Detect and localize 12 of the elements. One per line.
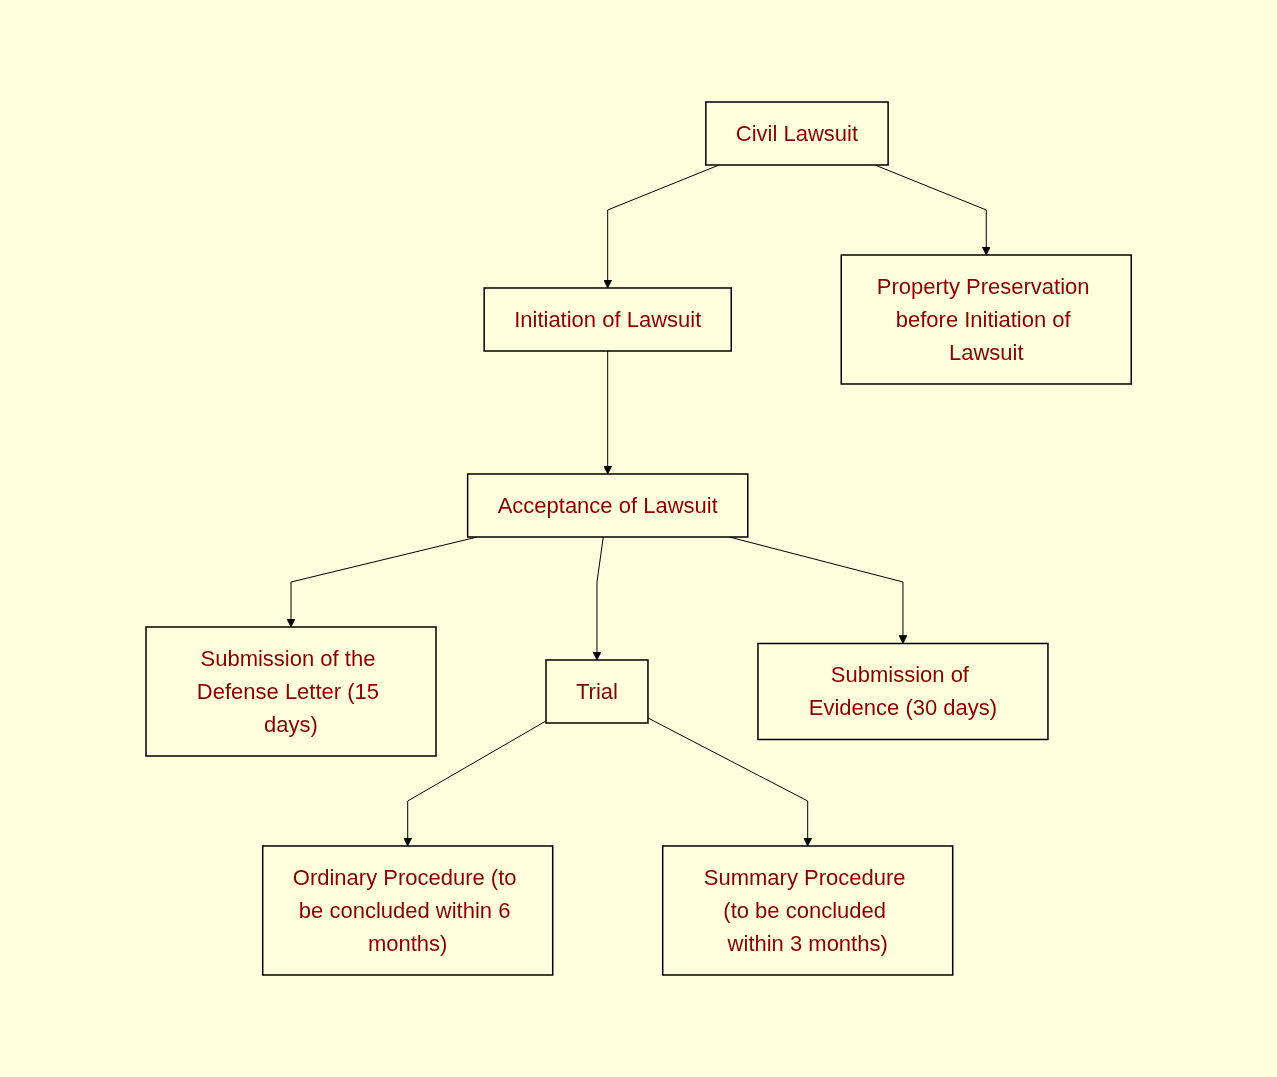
arrow <box>592 536 604 661</box>
arrow <box>603 350 612 475</box>
node-box: Property Preservation before Initiation of Lawsuit <box>840 254 1132 385</box>
node-box: Initiation of Lawsuit <box>483 287 732 352</box>
arrow <box>647 717 812 847</box>
node-box: Civil Lawsuit <box>704 101 889 166</box>
node-box: Submission of the Defense Letter (15 days) <box>145 626 437 757</box>
node-box: Trial <box>545 659 649 724</box>
node-box: Summary Procedure (to be concluded within 3 months) <box>661 845 954 976</box>
node-box: Acceptance of Lawsuit <box>466 473 749 538</box>
node-box: Ordinary Procedure (to be concluded within 6 months) <box>261 845 554 976</box>
node-box: Submission of Evidence (30 days) <box>757 642 1049 741</box>
